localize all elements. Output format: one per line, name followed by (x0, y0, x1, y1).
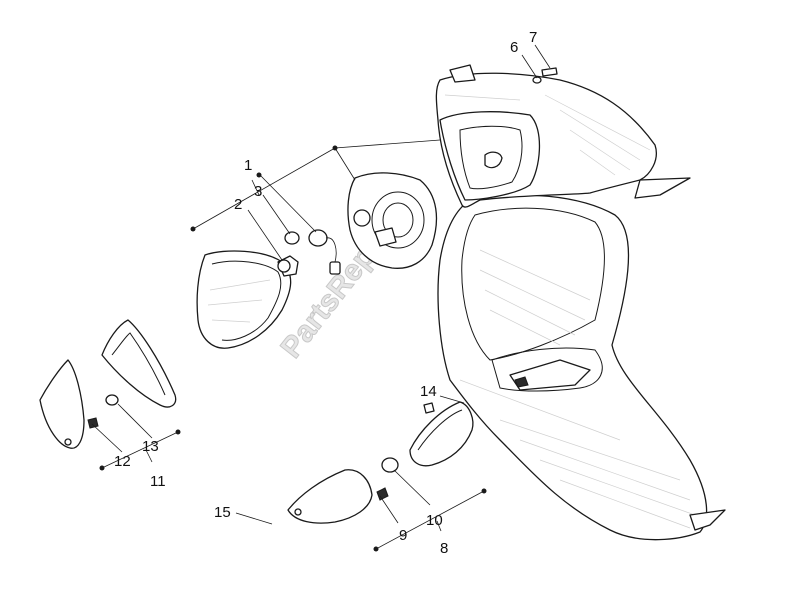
parking-bulb (284, 229, 341, 275)
front-turn-indicator-left (39, 319, 177, 449)
headlamp-bulb (277, 255, 299, 277)
callout-15: 15 (214, 504, 231, 521)
callout-1: 1 (244, 157, 252, 174)
callout-6: 6 (510, 39, 518, 56)
leader-lines (91, 44, 551, 525)
callout-9: 9 (399, 527, 407, 544)
screw-part-7 (541, 67, 558, 77)
front-shield (437, 194, 726, 541)
assembly-bracket-1 (190, 145, 338, 232)
callout-10: 10 (426, 512, 443, 529)
callout-3: 3 (254, 183, 262, 200)
callout-labels: 1 2 3 6 7 8 9 10 11 12 13 14 15 (114, 29, 537, 557)
washer-part-6 (532, 76, 542, 84)
headlamp-lens (196, 250, 292, 349)
callout-2: 2 (234, 196, 242, 213)
front-turn-indicator-right (287, 401, 474, 524)
headlamp-housing (347, 172, 438, 269)
assembly-bracket-8 (373, 488, 487, 552)
callout-7: 7 (529, 29, 537, 46)
callout-13: 13 (142, 438, 159, 455)
handlebar-cover (435, 64, 691, 208)
callout-14: 14 (420, 383, 437, 400)
callout-8: 8 (440, 540, 448, 557)
assembly-bracket-11 (99, 429, 181, 471)
callout-11: 11 (150, 473, 166, 490)
callout-12: 12 (114, 453, 131, 470)
